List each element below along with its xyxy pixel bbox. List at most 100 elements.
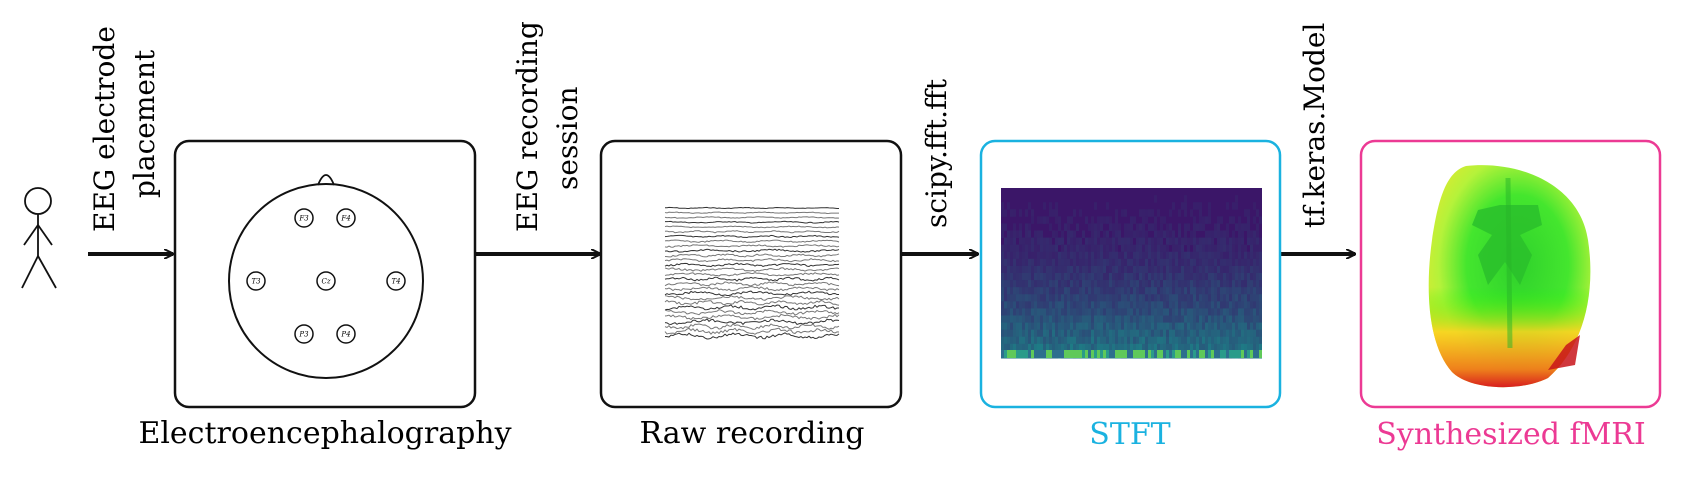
spectrogram-cell <box>1073 244 1076 253</box>
spectrogram-cell <box>1190 237 1193 246</box>
spectrogram-low-band <box>1172 350 1175 358</box>
eeg-trace-line <box>664 230 840 234</box>
spectrogram-cell <box>1175 294 1178 302</box>
spectrogram-cell <box>1052 308 1055 316</box>
fmri-box <box>1359 139 1662 409</box>
spectrogram-cell <box>1166 329 1169 338</box>
spectrogram-cell <box>1061 244 1064 253</box>
spectrogram-cell <box>1226 244 1229 253</box>
spectrogram-cell <box>1247 223 1250 231</box>
spectrogram-cell <box>1013 322 1016 331</box>
spectrogram-cell <box>1004 251 1007 260</box>
spectrogram-low-band <box>1058 350 1061 358</box>
spectrogram-cell <box>1046 336 1049 345</box>
spectrogram-cell <box>1061 280 1064 288</box>
spectrogram-cell <box>1094 343 1097 352</box>
spectrogram-cell <box>1190 251 1193 260</box>
spectrogram-cell <box>1136 329 1139 338</box>
spectrogram-cell <box>1166 251 1169 260</box>
spectrogram-cell <box>1256 258 1259 267</box>
spectrogram-cell <box>1181 301 1184 309</box>
spectrogram-cell <box>1259 265 1262 274</box>
spectrogram-cell <box>1085 322 1088 331</box>
spectrogram-cell <box>1094 294 1097 302</box>
spectrogram-cell <box>1034 265 1037 274</box>
spectrogram-cell <box>1064 329 1067 338</box>
spectrogram-cell <box>1136 237 1139 246</box>
spectrogram-cell <box>1190 258 1193 267</box>
spectrogram-cell <box>1130 315 1133 324</box>
label-recording-session-line2: session <box>551 86 584 190</box>
spectrogram-cell <box>1085 244 1088 253</box>
spectrogram-cell <box>1046 251 1049 260</box>
spectrogram-cell <box>1151 265 1154 274</box>
spectrogram-cell <box>1064 251 1067 260</box>
spectrogram-cell <box>1196 301 1199 309</box>
spectrogram-low-band <box>1202 350 1205 358</box>
spectrogram-cell <box>1199 273 1202 281</box>
spectrogram-cell <box>1184 273 1187 281</box>
spectrogram-low-band <box>1106 350 1109 358</box>
spectrogram-cell <box>1067 315 1070 324</box>
spectrogram-cell <box>1070 273 1073 281</box>
spectrogram-cell <box>1208 329 1211 338</box>
spectrogram-cell <box>1199 223 1202 231</box>
spectrogram-cell <box>1028 294 1031 302</box>
spectrogram-cell <box>1226 287 1229 295</box>
spectrogram-cell <box>1208 294 1211 302</box>
spectrogram-cell <box>1058 329 1061 338</box>
spectrogram-cell <box>1199 202 1202 210</box>
spectrogram-cell <box>1187 329 1190 338</box>
spectrogram-cell <box>1007 237 1010 246</box>
spectrogram-cell <box>1112 237 1115 246</box>
spectrogram-cell <box>1085 329 1088 338</box>
spectrogram-cell <box>1115 294 1118 302</box>
spectrogram-cell <box>1115 343 1118 352</box>
spectrogram-cell <box>1256 209 1259 217</box>
spectrogram-cell <box>1166 223 1169 231</box>
spectrogram-low-band <box>1178 350 1181 358</box>
spectrogram-cell <box>1178 315 1181 324</box>
spectrogram-cell <box>1016 251 1019 260</box>
spectrogram-cell <box>1250 308 1253 316</box>
spectrogram-cell <box>1148 251 1151 260</box>
spectrogram-cell <box>1157 244 1160 253</box>
spectrogram-cell <box>1142 273 1145 281</box>
spectrogram-cell <box>1232 322 1235 331</box>
spectrogram-cell <box>1106 237 1109 246</box>
spectrogram-cell <box>1199 329 1202 338</box>
spectrogram-cell <box>1034 280 1037 288</box>
spectrogram-cell <box>1076 223 1079 231</box>
spectrogram-cell <box>1148 301 1151 309</box>
spectrogram-cell <box>1019 273 1022 281</box>
spectrogram-cell <box>1151 294 1154 302</box>
spectrogram-cell <box>1025 336 1028 345</box>
spectrogram-cell <box>1109 322 1112 331</box>
spectrogram-low-band <box>1166 350 1169 358</box>
spectrogram-cell <box>1103 301 1106 309</box>
spectrogram-cell <box>1058 336 1061 345</box>
spectrogram-cell <box>1031 343 1034 352</box>
spectrogram-cell <box>1112 343 1115 352</box>
spectrogram-cell <box>1217 280 1220 288</box>
spectrogram-cell <box>1010 237 1013 246</box>
spectrogram-cell <box>1151 209 1154 217</box>
spectrogram-low-band <box>1229 350 1232 358</box>
spectrogram-cell <box>1079 315 1082 324</box>
spectrogram-cell <box>1055 294 1058 302</box>
spectrogram-low-band <box>1235 350 1238 358</box>
spectrogram-cell <box>1187 315 1190 324</box>
electrode-f3 <box>294 208 314 228</box>
spectrogram-cell <box>1112 322 1115 331</box>
spectrogram-cell <box>1184 202 1187 210</box>
spectrogram-low-band <box>1040 350 1043 358</box>
spectrogram-cell <box>1016 308 1019 316</box>
spectrogram-cell <box>1127 251 1130 260</box>
spectrogram-cell <box>1172 237 1175 246</box>
spectrogram-cell <box>1157 230 1160 239</box>
spectrogram-cell <box>1103 336 1106 345</box>
spectrogram-cell <box>1040 273 1043 281</box>
spectrogram-cell <box>1055 287 1058 295</box>
spectrogram-cell <box>1259 329 1262 338</box>
spectrogram-cell <box>1232 244 1235 253</box>
